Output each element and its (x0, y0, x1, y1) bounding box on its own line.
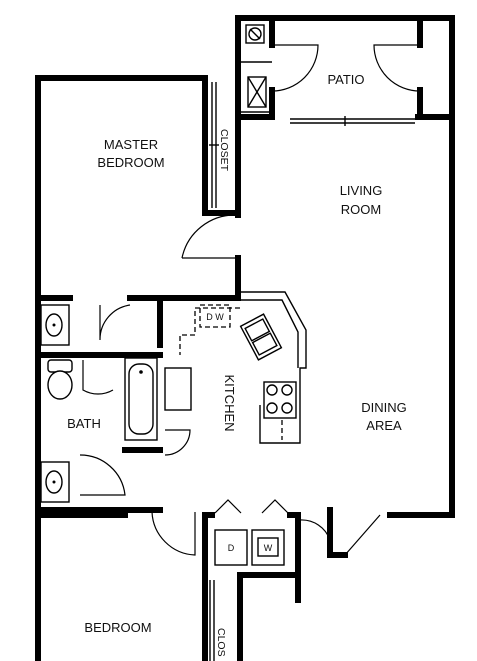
bath-walls (35, 295, 241, 518)
master-bedroom-walls (181, 75, 241, 301)
master-closet-label: CLOSET (218, 129, 230, 172)
dining-area-label-line1: DINING (361, 400, 407, 415)
master-bedroom-label-line2: BEDROOM (97, 155, 164, 170)
water-heater-icon (248, 27, 262, 41)
dryer-label: D (228, 543, 235, 553)
bath-label: BATH (67, 416, 101, 431)
dishwasher-label: D W (206, 312, 224, 322)
sink-icon (45, 313, 63, 337)
kitchen-label: KITCHEN (222, 374, 237, 431)
dryer-icon (214, 529, 248, 566)
exterior-walls (35, 15, 455, 661)
master-bedroom-label-line1: MASTER (104, 137, 158, 152)
living-room-label-line2: ROOM (341, 202, 381, 217)
laundry-walls (151, 499, 381, 661)
bathtub-icon (124, 357, 158, 441)
kitchen-fixtures (164, 291, 307, 456)
washer-label: W (264, 543, 273, 553)
living-room-label-line1: LIVING (340, 183, 383, 198)
sink-icon (239, 313, 283, 361)
toilet-icon (47, 359, 73, 400)
windows (85, 75, 440, 518)
bedroom-label: BEDROOM (84, 620, 151, 635)
patio-label: PATIO (327, 72, 364, 87)
dining-area-label-line2: AREA (366, 418, 402, 433)
bedroom-closet-label: CLOS (215, 628, 227, 657)
stove-icon (263, 381, 297, 419)
patio-area (235, 15, 455, 120)
